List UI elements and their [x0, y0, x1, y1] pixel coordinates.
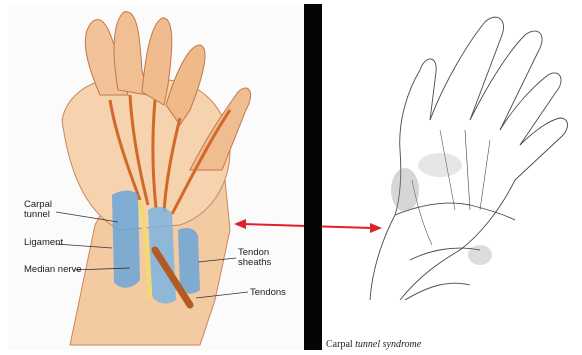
label-tendon-sheaths: Tendon sheaths [238, 248, 271, 268]
sketch-shading [391, 153, 492, 265]
label-median-nerve: Median nerve [24, 265, 82, 275]
colored-hand [56, 12, 251, 345]
caption-rest: tunnel syndrome [355, 339, 421, 350]
label-tendon-sheaths-line2: sheaths [238, 258, 271, 268]
label-tendons: Tendons [250, 288, 286, 298]
black-divider-bar [304, 4, 322, 350]
label-ligament: Ligament [24, 238, 63, 248]
label-carpal-tunnel: Carpal tunnel [24, 200, 52, 220]
sketch-caption: Carpal tunnel syndrome [326, 339, 421, 350]
caption-lead: Carpal [326, 339, 353, 350]
label-carpal-tunnel-line2: tunnel [24, 210, 52, 220]
